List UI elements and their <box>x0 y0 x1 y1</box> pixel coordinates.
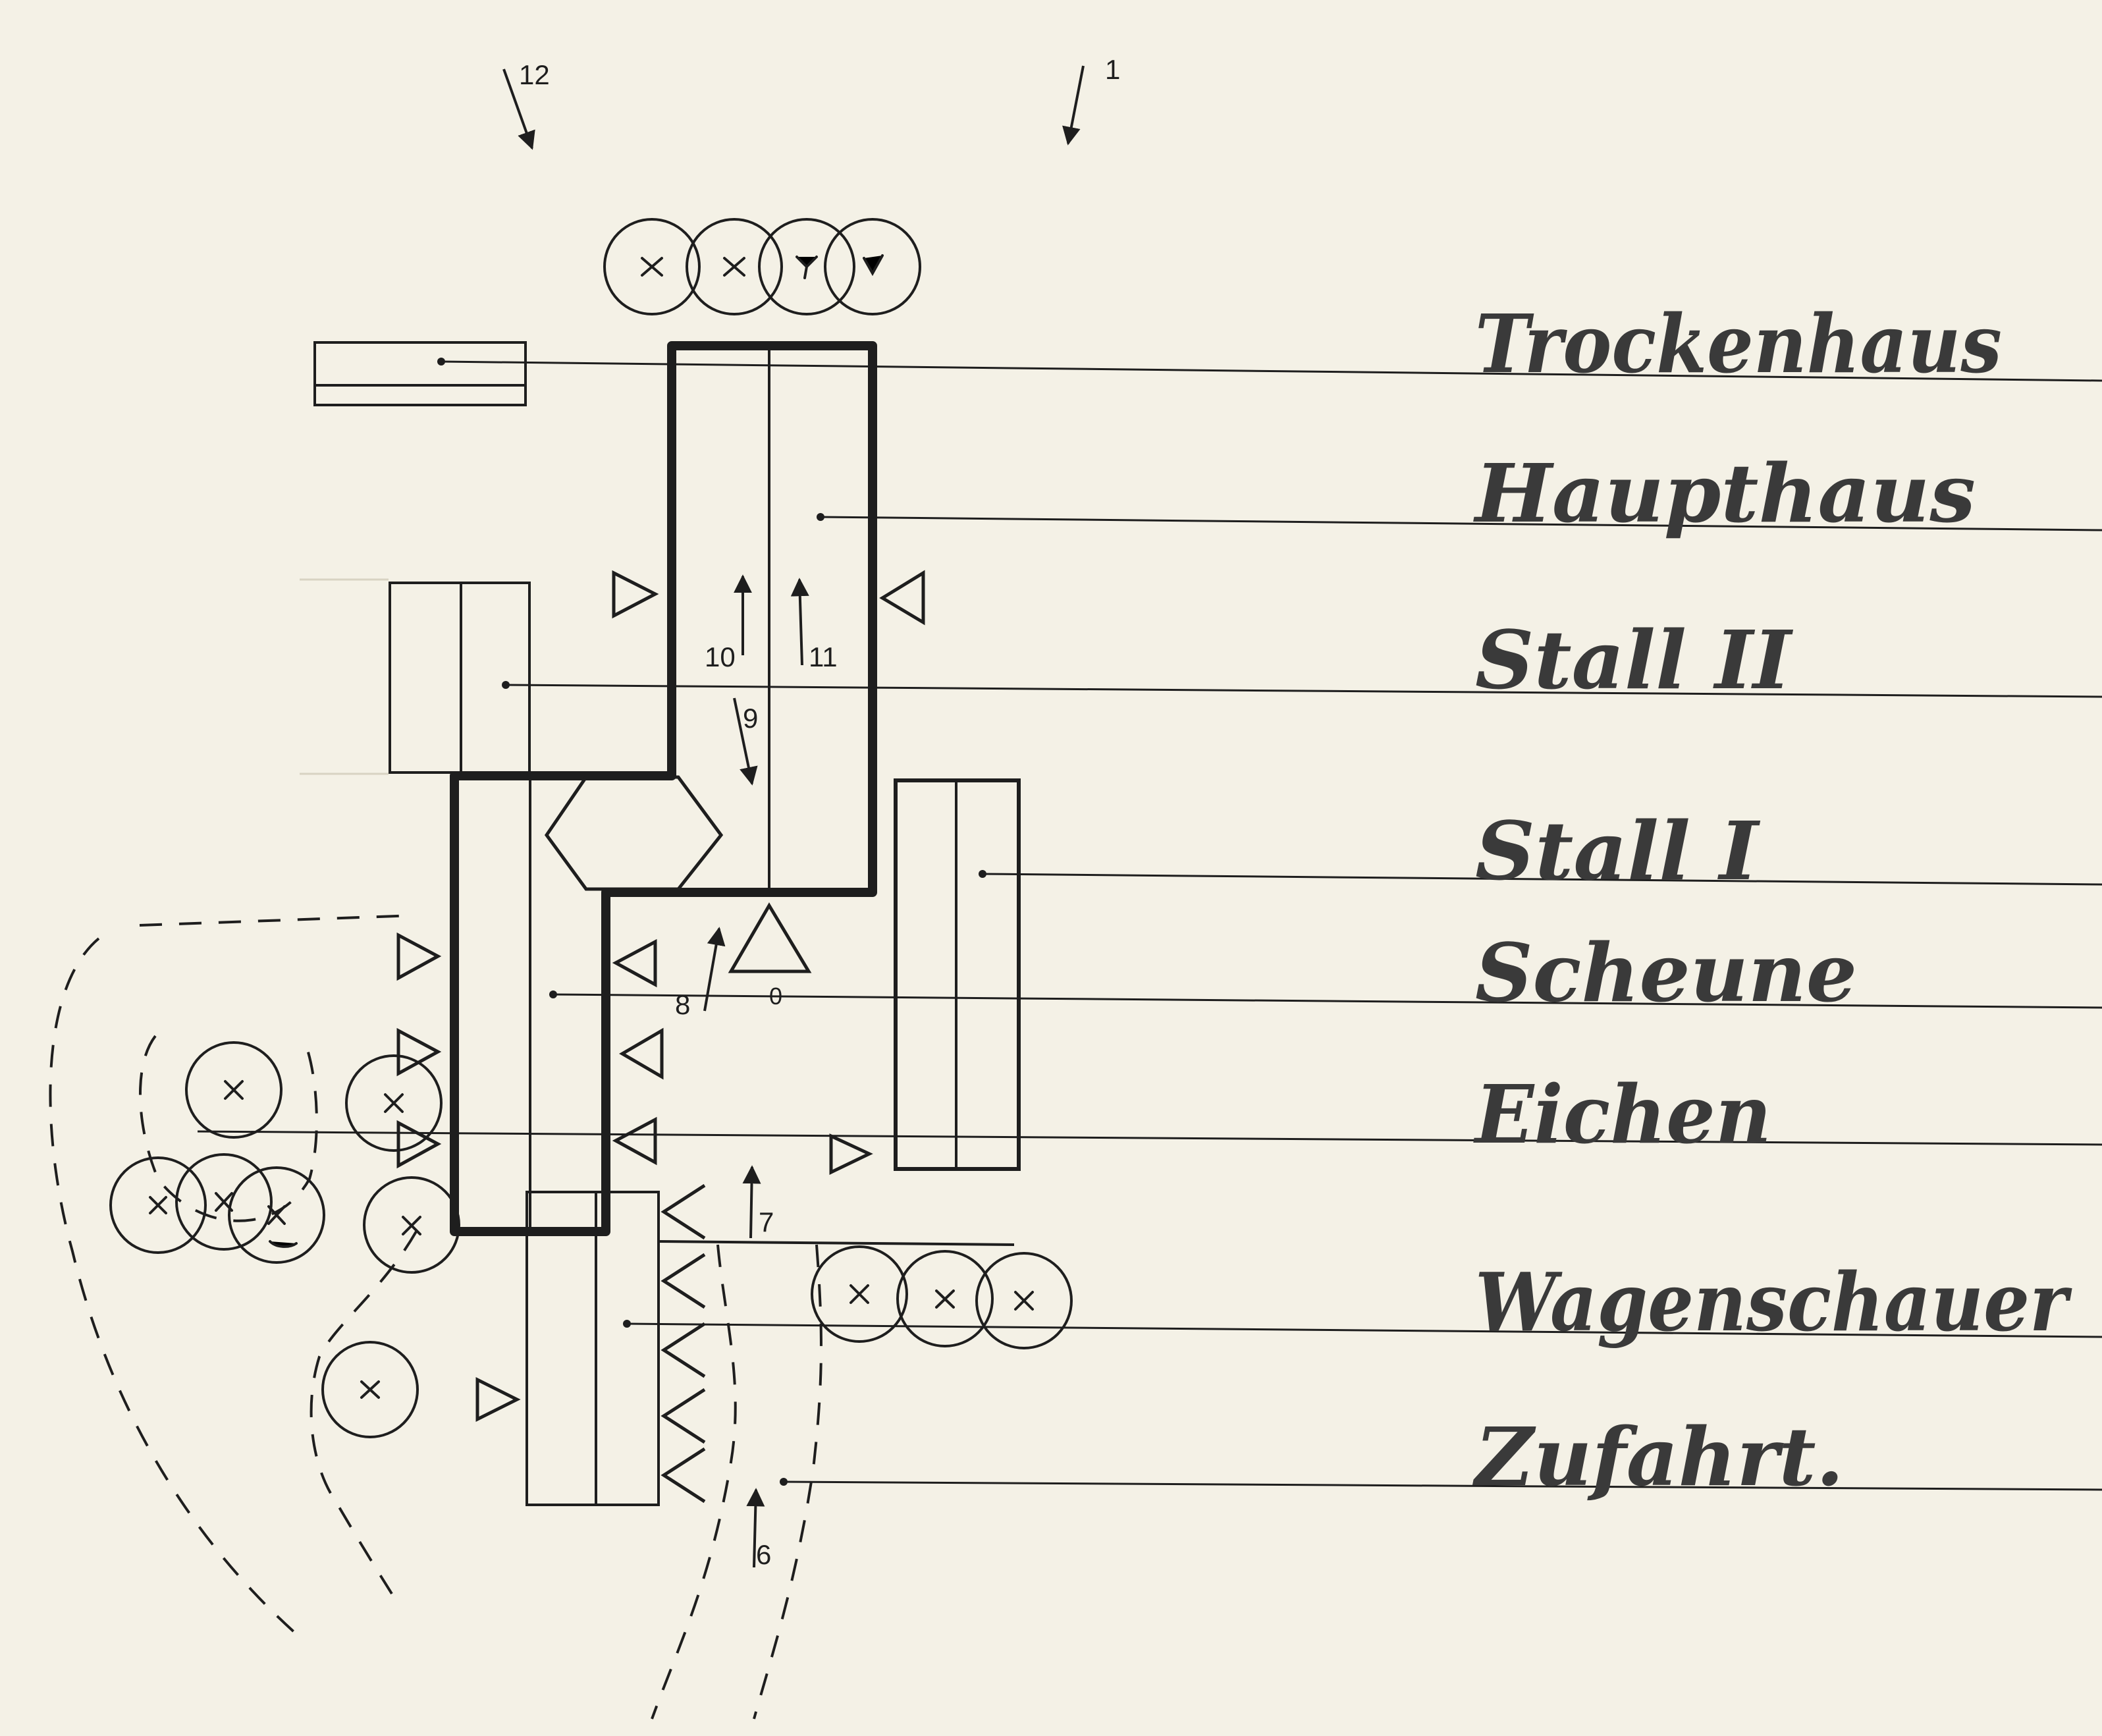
leader-lines <box>197 360 2102 1491</box>
chevron-marks <box>660 1183 706 1504</box>
viewpoint-number-9: 9 <box>743 703 758 734</box>
label-stall-ii: Stall II <box>1475 612 1794 707</box>
viewpoint-number-0: 0 <box>769 983 782 1010</box>
viewpoint-number-12: 12 <box>519 59 550 90</box>
label-trockenhaus: Trockenhaus <box>1475 296 2002 391</box>
tree-marks <box>149 254 1034 1399</box>
building-wagenschauer <box>526 1191 1015 1506</box>
viewpoint-number-1: 1 <box>1105 54 1120 85</box>
building-haupthaus <box>450 341 877 1236</box>
hexagon-symbol <box>544 775 724 891</box>
viewpoint-number-6: 6 <box>756 1539 771 1570</box>
building-stall-ii <box>389 582 531 774</box>
label-wagenschauer: Wagenschauer <box>1475 1255 2072 1349</box>
building-trockenhaus <box>313 341 527 406</box>
viewpoint-number-10: 10 <box>705 641 736 672</box>
viewpoint-number-11: 11 <box>809 641 838 672</box>
viewpoint-number-8: 8 <box>675 989 690 1020</box>
triangle-markers <box>396 570 925 1423</box>
viewpoint-arrows <box>502 65 1085 1568</box>
building-stall-i <box>894 778 1021 1171</box>
viewpoint-number-7: 7 <box>759 1207 774 1237</box>
label-scheune: Scheune <box>1475 925 1857 1020</box>
leader-dots <box>437 358 986 1486</box>
label-eichen: Eichen <box>1473 1067 1771 1162</box>
label-haupthaus: Haupthaus <box>1473 446 1976 541</box>
faint-ruling <box>300 578 389 775</box>
oak-trees <box>109 218 1073 1438</box>
dashed-yard-outline <box>49 914 822 1720</box>
label-zufahrt: Zufahrt. <box>1472 1409 1844 1504</box>
label-stall-i: Stall I <box>1475 803 1761 898</box>
